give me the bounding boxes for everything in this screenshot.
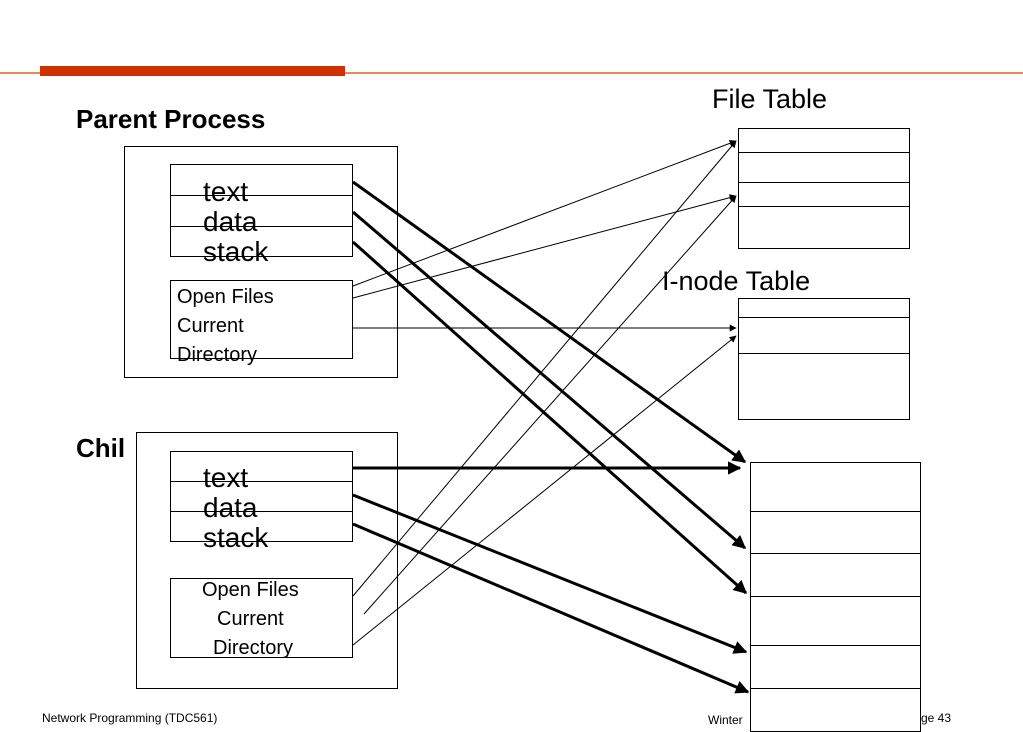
parent-text-arrow xyxy=(352,180,747,464)
parent-files-box xyxy=(170,280,353,359)
file-table-row-divider xyxy=(738,182,910,183)
footer-center: Winter xyxy=(708,713,743,727)
footer-page-number: ge 43 xyxy=(921,711,952,725)
inode-table xyxy=(738,298,910,420)
memory-table-row-divider xyxy=(750,553,921,554)
memory-table-row-divider xyxy=(750,645,921,646)
parent-stack-segment xyxy=(170,226,353,257)
file-table-row-divider xyxy=(738,152,910,153)
parent-text-label: text xyxy=(203,176,249,207)
memory-table-row-divider xyxy=(750,688,921,689)
header-rule xyxy=(0,72,1023,74)
parent-open-file-arrow-2 xyxy=(352,194,737,299)
file-table-title: File Table xyxy=(712,84,828,114)
child-stack-arrow xyxy=(352,522,750,694)
child-stack-segment xyxy=(170,511,353,542)
child-data-segment xyxy=(170,481,353,512)
parent-directory-label: Directory xyxy=(177,344,258,366)
child-data-arrow xyxy=(352,493,748,654)
parent-stack-arrow xyxy=(352,240,748,595)
child-open-file-arrow-1 xyxy=(352,140,737,597)
child-open-file-arrow-2 xyxy=(363,195,737,615)
child-text-label: text xyxy=(203,462,249,493)
child-current-label: Current xyxy=(217,608,284,630)
memory-table-row-divider xyxy=(750,596,921,597)
parent-process-title: Parent Process xyxy=(76,104,266,134)
parent-stack-label: stack xyxy=(203,236,269,267)
parent-current-label: Current xyxy=(177,315,244,337)
inode-table-row-divider xyxy=(738,353,910,354)
parent-open-file-arrow-1 xyxy=(352,139,737,287)
memory-table xyxy=(750,462,921,732)
child-directory-label: Directory xyxy=(213,637,294,659)
child-cwd-arrow xyxy=(352,335,737,646)
parent-data-label: data xyxy=(203,206,258,237)
parent-data-arrow xyxy=(352,210,747,550)
parent-open-files-label: Open Files xyxy=(177,286,274,308)
footer-left: Network Programming (TDC561) xyxy=(42,711,218,725)
child-data-label: data xyxy=(203,492,258,523)
parent-text-segment xyxy=(170,164,353,196)
child-stack-label: stack xyxy=(203,522,269,553)
child-process-title: Chil xyxy=(76,433,126,463)
file-table-row-divider xyxy=(738,206,910,207)
memory-table-row-divider xyxy=(750,511,921,512)
child-files-box xyxy=(170,578,353,658)
header-accent-bar xyxy=(40,66,345,76)
inode-table-title: I-node Table xyxy=(662,266,811,296)
file-table xyxy=(738,128,910,249)
inode-table-row-divider xyxy=(738,317,910,318)
child-open-files-label: Open Files xyxy=(202,579,299,601)
